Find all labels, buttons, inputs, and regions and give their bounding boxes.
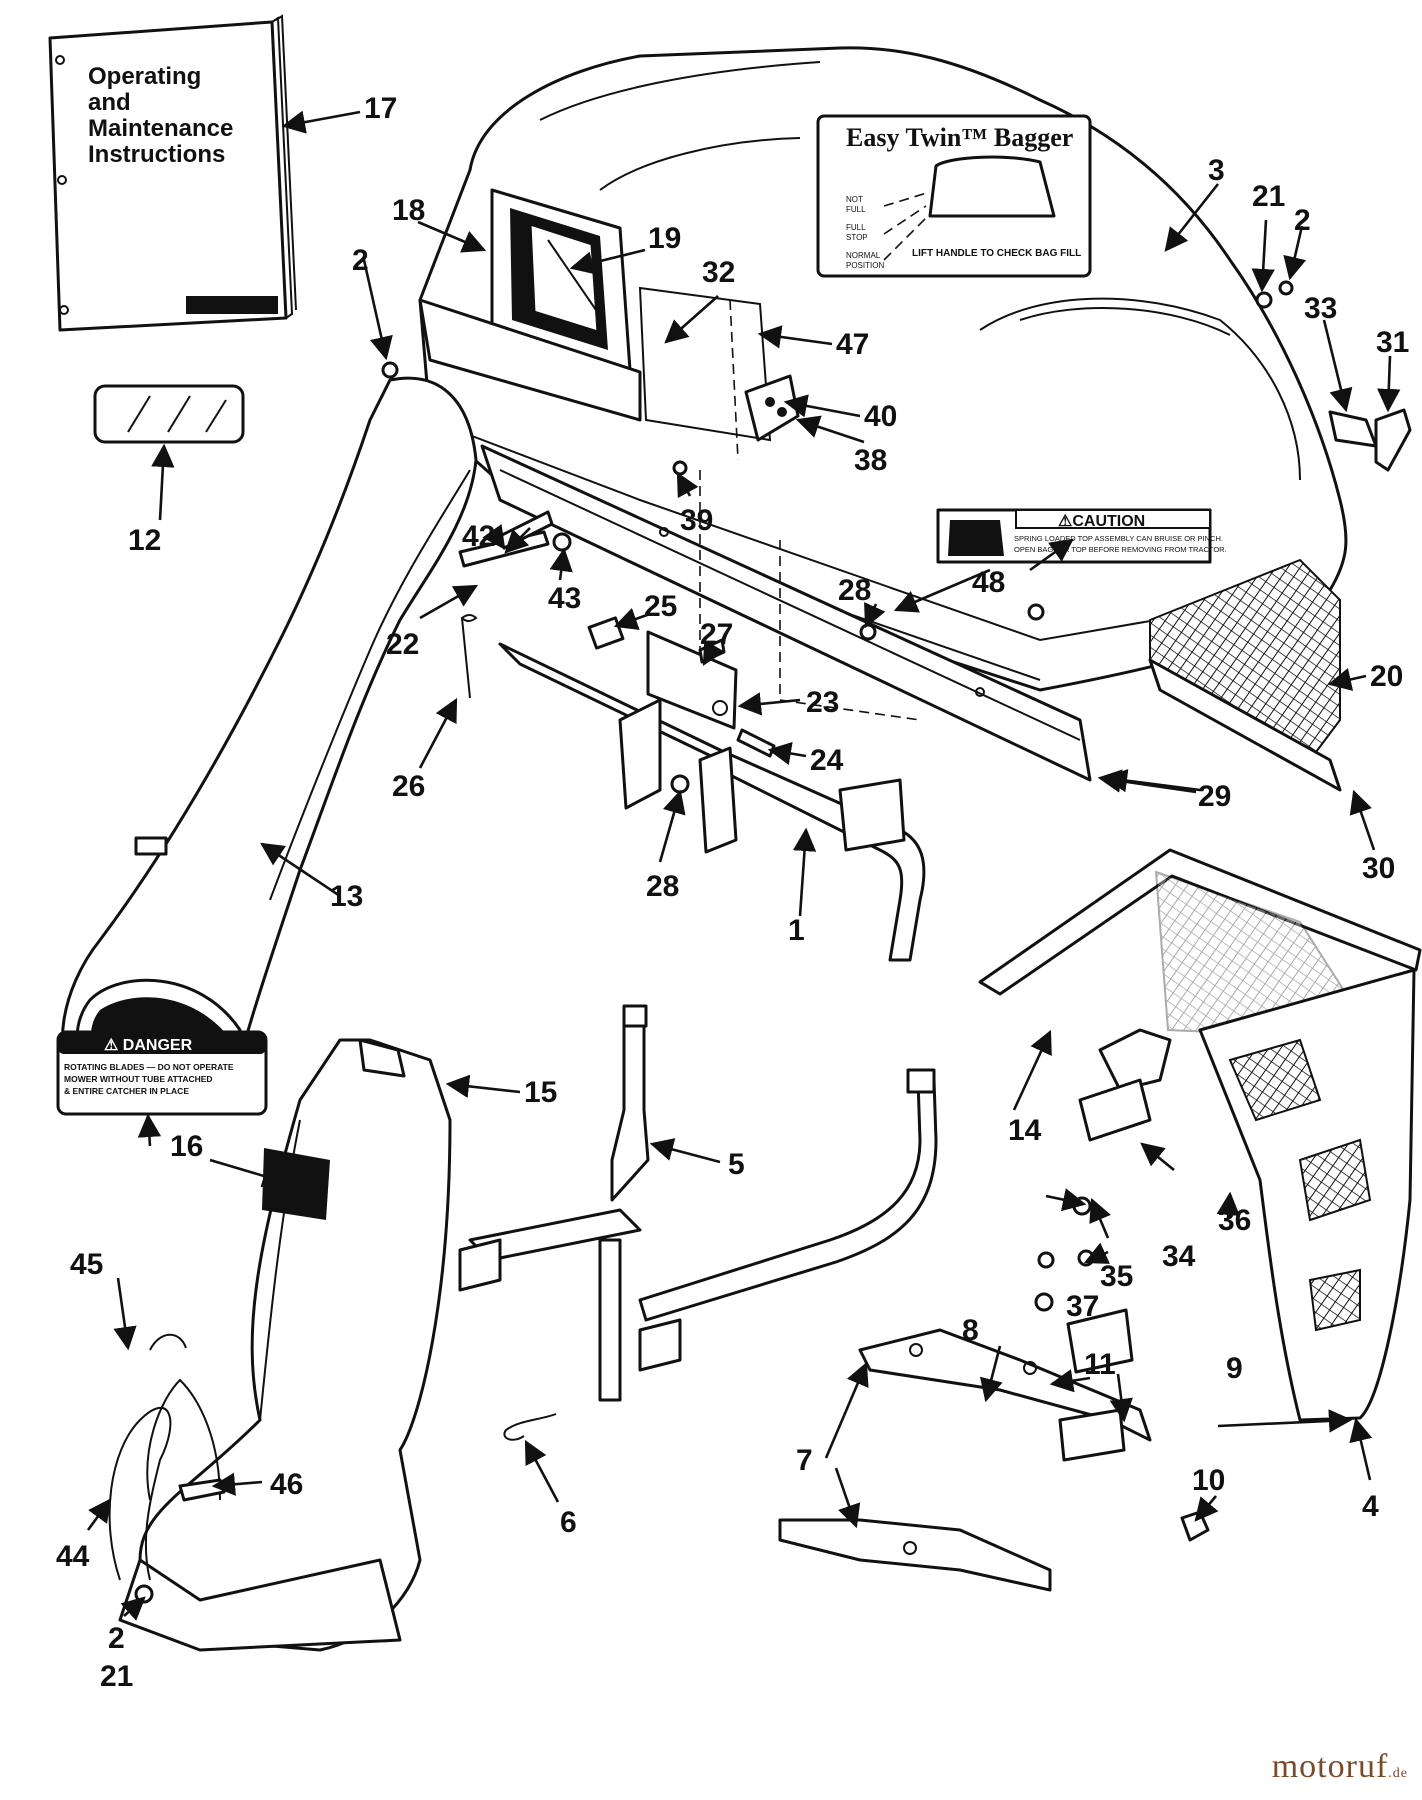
callout-28-bottom: 28	[646, 870, 679, 903]
callout-3: 3	[1208, 154, 1225, 187]
callout-40: 40	[864, 400, 897, 433]
caution-decal-title: ⚠CAUTION	[1058, 513, 1145, 530]
callout-36: 36	[1218, 1204, 1251, 1237]
caution-decal: ⚠CAUTION SPRING LOADED TOP ASSEMBLY CAN …	[936, 508, 1227, 564]
rear-screen-mesh	[1148, 558, 1342, 792]
callout-34: 34	[1162, 1240, 1196, 1273]
callout-10: 10	[1192, 1464, 1225, 1497]
bagger-decal-instruction: LIFT HANDLE TO CHECK BAG FILL	[912, 248, 1081, 259]
mower-blades	[778, 1292, 1210, 1592]
operating-manual-booklet: Operating and Maintenance Instructions	[48, 14, 297, 332]
callout-6: 6	[560, 1506, 577, 1539]
callout-numbers: 17 18 19 32 47 40 38 39 2 3 21 2 33 31 4…	[56, 92, 1409, 1693]
danger-decal-title: ⚠ DANGER	[104, 1037, 193, 1054]
manual-title-line1: Operating	[88, 63, 201, 90]
hinge-rail-assembly	[480, 444, 1092, 782]
callout-28-top: 28	[838, 574, 871, 607]
callout-21-bottom: 21	[100, 1660, 133, 1693]
hairpin-clip	[503, 1413, 557, 1441]
torsion-spring	[460, 614, 478, 699]
callout-37: 37	[1066, 1290, 1099, 1323]
bagger-decal-title: Easy Twin™ Bagger	[846, 123, 1073, 152]
caution-decal-line1: SPRING LOADED TOP ASSEMBLY CAN BRUISE OR…	[1014, 534, 1223, 543]
watermark-logo: motoruf.de	[1272, 1748, 1408, 1786]
callout-15: 15	[524, 1076, 557, 1109]
callout-32: 32	[702, 256, 735, 289]
manual-title-line3: Maintenance	[88, 115, 233, 142]
callout-20: 20	[1370, 660, 1403, 693]
danger-decal: ⚠ DANGER ROTATING BLADES — DO NOT OPERAT…	[56, 1030, 268, 1116]
leader-lines	[86, 110, 1401, 1621]
callout-2-top: 2	[1294, 204, 1311, 237]
callout-25: 25	[644, 590, 677, 623]
callout-13: 13	[330, 880, 363, 913]
callout-7: 7	[796, 1444, 813, 1477]
chute-adapter	[118, 1038, 452, 1652]
callout-39: 39	[680, 504, 713, 537]
callout-12: 12	[128, 524, 161, 557]
callout-1: 1	[788, 914, 805, 947]
callout-21-top: 21	[1252, 180, 1285, 213]
callout-23: 23	[806, 686, 839, 719]
manual-title-line4: Instructions	[88, 141, 225, 168]
callout-31: 31	[1376, 326, 1409, 359]
callout-18: 18	[392, 194, 425, 227]
support-frame	[458, 1004, 938, 1402]
callout-16: 16	[170, 1130, 203, 1163]
callout-14: 14	[1008, 1114, 1042, 1147]
spacer-sleeve	[587, 616, 625, 650]
bagger-decal-normal-2: POSITION	[846, 261, 884, 270]
reflector-plate	[93, 384, 245, 444]
danger-decal-line1: ROTATING BLADES — DO NOT OPERATE	[64, 1062, 234, 1072]
mounting-pivot-bar	[498, 642, 926, 962]
callout-24: 24	[810, 744, 844, 777]
callout-11: 11	[1084, 1348, 1116, 1381]
bagger-decal-not-full-1: NOT	[846, 195, 863, 204]
callout-30: 30	[1362, 852, 1395, 885]
callout-44: 44	[56, 1540, 90, 1573]
bagger-decal: Easy Twin™ Bagger NOT FULL FULL STOP NOR…	[816, 114, 1092, 278]
watermark-brand: motoruf	[1271, 1748, 1389, 1785]
callout-2-left: 2	[352, 244, 369, 277]
manual-title-line2: and	[88, 89, 131, 116]
callout-27: 27	[700, 618, 733, 651]
callout-29: 29	[1198, 780, 1231, 813]
callout-43: 43	[548, 582, 581, 615]
callout-17: 17	[364, 92, 397, 125]
callout-5: 5	[728, 1148, 745, 1181]
caution-decal-line2: OPEN BAGGER TOP BEFORE REMOVING FROM TRA…	[1014, 545, 1227, 554]
bagger-decal-full-stop-2: STOP	[846, 233, 868, 242]
hinge-bracket	[646, 630, 776, 758]
callout-38: 38	[854, 444, 887, 477]
callout-22: 22	[386, 628, 419, 661]
callout-48: 48	[972, 566, 1005, 599]
callout-19: 19	[648, 222, 681, 255]
watermark-suffix: .de	[1388, 1766, 1408, 1781]
callout-45: 45	[70, 1248, 103, 1281]
callout-26: 26	[392, 770, 425, 803]
callout-46: 46	[270, 1468, 303, 1501]
bagger-decal-not-full-2: FULL	[846, 205, 866, 214]
callout-8: 8	[962, 1314, 979, 1347]
callout-35: 35	[1100, 1260, 1133, 1293]
callout-33: 33	[1304, 292, 1337, 325]
callout-2-bottom: 2	[108, 1622, 125, 1655]
bagger-decal-full-stop-1: FULL	[846, 223, 866, 232]
callout-42: 42	[462, 520, 495, 553]
rear-latch-handle	[1328, 408, 1412, 472]
grass-catcher-bag	[978, 848, 1422, 1422]
bagger-decal-normal-1: NORMAL	[846, 251, 881, 260]
danger-decal-line3: & ENTIRE CATCHER IN PLACE	[64, 1086, 189, 1096]
callout-47: 47	[836, 328, 869, 361]
discharge-chute-tube	[61, 376, 478, 1099]
callout-4: 4	[1362, 1490, 1379, 1523]
callout-9: 9	[1226, 1352, 1243, 1385]
danger-decal-line2: MOWER WITHOUT TUBE ATTACHED	[64, 1074, 213, 1084]
